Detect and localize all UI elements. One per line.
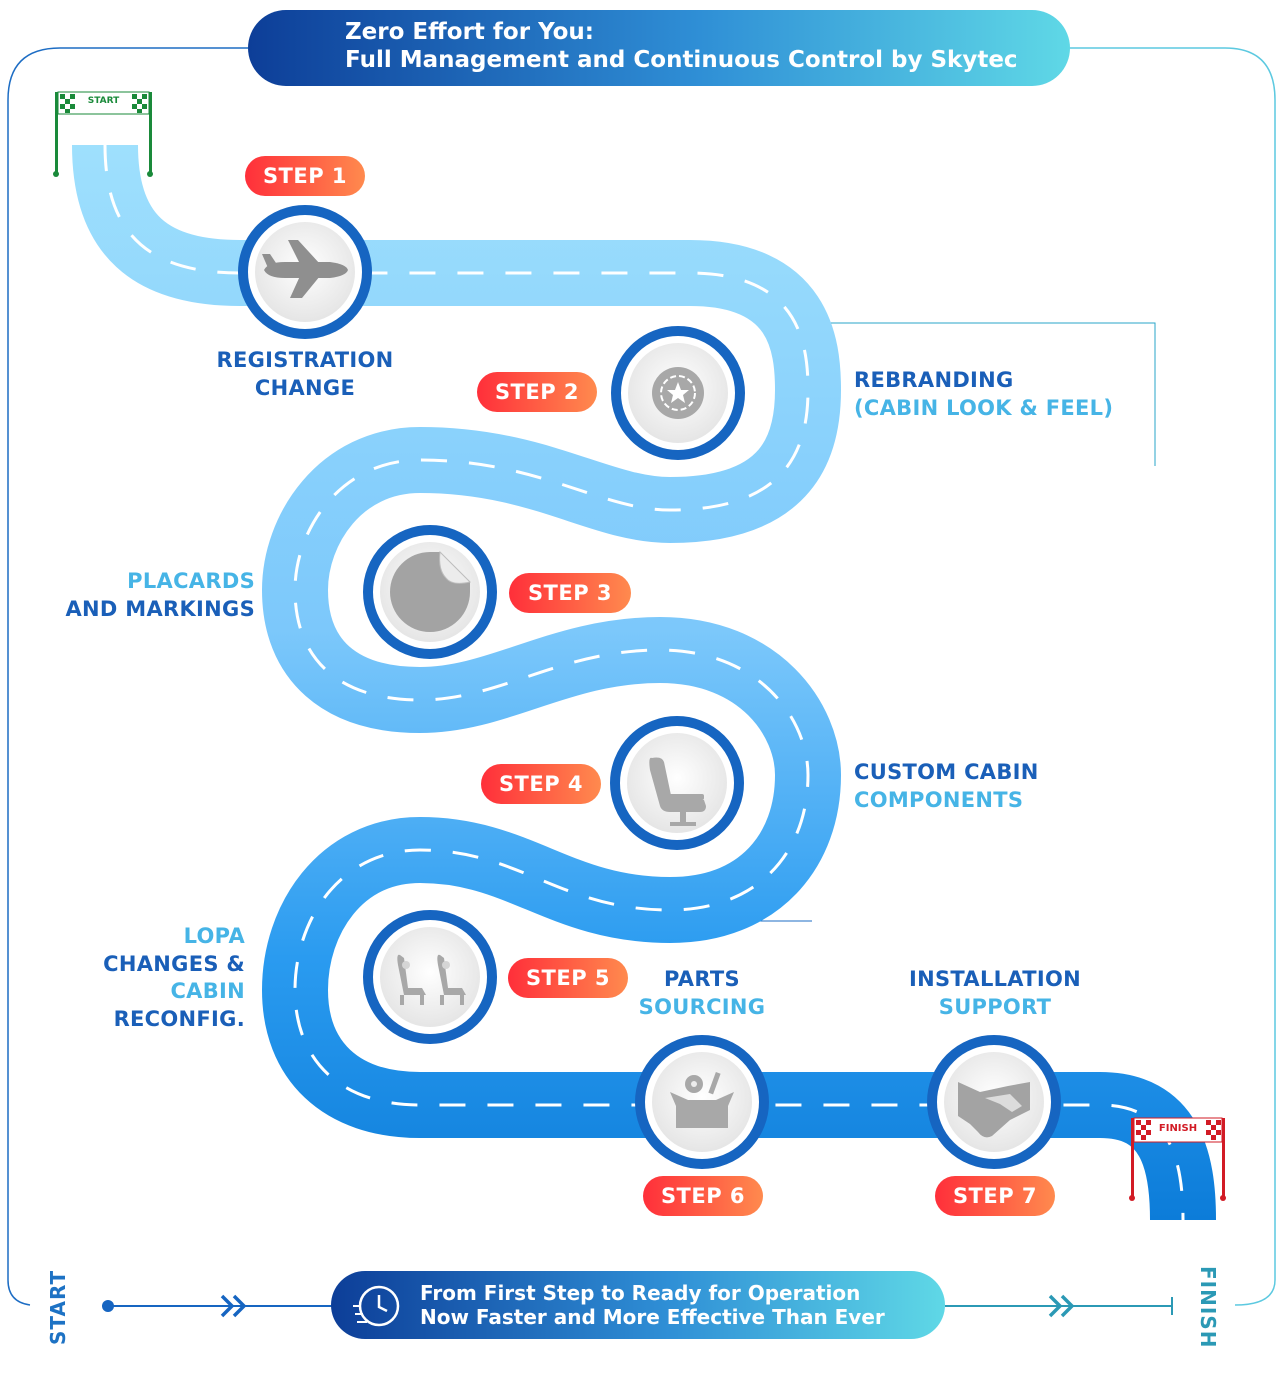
- finish-flag: [1129, 1117, 1226, 1201]
- footer-start-label: START: [46, 1269, 70, 1345]
- footer-line-2: Now Faster and More Effective Than Ever: [420, 1305, 885, 1329]
- step-5-label-line-1: LOPA: [183, 924, 245, 948]
- header-banner: [248, 10, 1070, 86]
- road-dashes: [103, 144, 1185, 1221]
- step-2-label-line-2: (CABIN LOOK & FEEL): [854, 396, 1114, 420]
- connector-line: [808, 322, 1156, 466]
- step-5-label-line-3: CABIN: [170, 979, 245, 1003]
- frame-line-right: [1068, 47, 1276, 1306]
- step-6-label: PARTS SOURCING: [602, 965, 802, 1021]
- step-4-label: CUSTOM CABIN COMPONENTS: [854, 758, 1114, 814]
- handshake-icon: [958, 1082, 1030, 1138]
- step-4-pill: STEP 4: [481, 764, 601, 804]
- step-3-pill: STEP 3: [509, 573, 631, 613]
- step-6-label-line-2: SOURCING: [638, 995, 766, 1019]
- step-1-label-line-2: CHANGE: [254, 376, 356, 400]
- arrow-right-icon-2: [1048, 1294, 1075, 1318]
- rebrand-gear-star-icon: [652, 367, 704, 419]
- step-4-disc: [610, 716, 744, 850]
- step-3-label: PLACARDS AND MARKINGS: [40, 567, 255, 623]
- seat-icon: [649, 757, 706, 826]
- header-title: Zero Effort for You: Full Management and…: [345, 18, 1018, 74]
- step-1-pill: STEP 1: [245, 156, 365, 196]
- airplane-icon: [262, 240, 348, 298]
- step-5-label: LOPA CHANGES & CABIN RECONFIG.: [60, 923, 245, 1033]
- step-1-label-line-1: REGISTRATION: [216, 348, 394, 372]
- sticker-icon: [390, 550, 471, 632]
- step-4-label-line-1: CUSTOM CABIN: [854, 760, 1039, 784]
- step-2-pill: STEP 2: [477, 372, 597, 412]
- step-5-label-line-2: CHANGES &: [103, 951, 245, 976]
- start-flag: [53, 91, 153, 177]
- footer-finish-label: FINISH: [1196, 1266, 1220, 1349]
- frame-line: [7, 47, 248, 1306]
- parts-box-icon: [670, 1071, 734, 1128]
- footer-line-1: From First Step to Ready for Operation: [420, 1281, 861, 1305]
- step-7-pill: STEP 7: [935, 1176, 1055, 1216]
- start-flag-label: START: [87, 96, 120, 106]
- step-7-label: INSTALLATION SUPPORT: [880, 965, 1110, 1021]
- step-1-label: REGISTRATION CHANGE: [195, 346, 415, 402]
- header-line-1: Zero Effort for You:: [345, 19, 594, 45]
- step-6-pill: STEP 6: [643, 1176, 763, 1216]
- step-5-disc: [363, 910, 497, 1044]
- step-3-label-line-2: AND MARKINGS: [65, 597, 255, 621]
- step-3-label-line-1: PLACARDS: [127, 569, 255, 593]
- step-7-label-line-1: INSTALLATION: [908, 967, 1081, 991]
- arrow-right-icon: [220, 1294, 247, 1318]
- step-2-label: REBRANDING (CABIN LOOK & FEEL): [854, 366, 1154, 422]
- step-2-label-line-1: REBRANDING: [854, 368, 1014, 392]
- header-line-2: Full Management and Continuous Control b…: [345, 47, 1018, 73]
- finish-flag-label: FINISH: [1158, 1123, 1198, 1134]
- clock-icon: [353, 1285, 400, 1327]
- step-5-label-line-4: RECONFIG.: [113, 1006, 245, 1031]
- footer-banner: [331, 1271, 945, 1339]
- step-7-label-line-2: SUPPORT: [938, 995, 1052, 1019]
- step-4-label-line-2: COMPONENTS: [854, 788, 1024, 812]
- double-seat-icon: [397, 954, 466, 1005]
- step-6-label-line-1: PARTS: [664, 967, 740, 991]
- footer-text: From First Step to Ready for Operation N…: [420, 1281, 885, 1329]
- step-5-pill: STEP 5: [508, 958, 628, 998]
